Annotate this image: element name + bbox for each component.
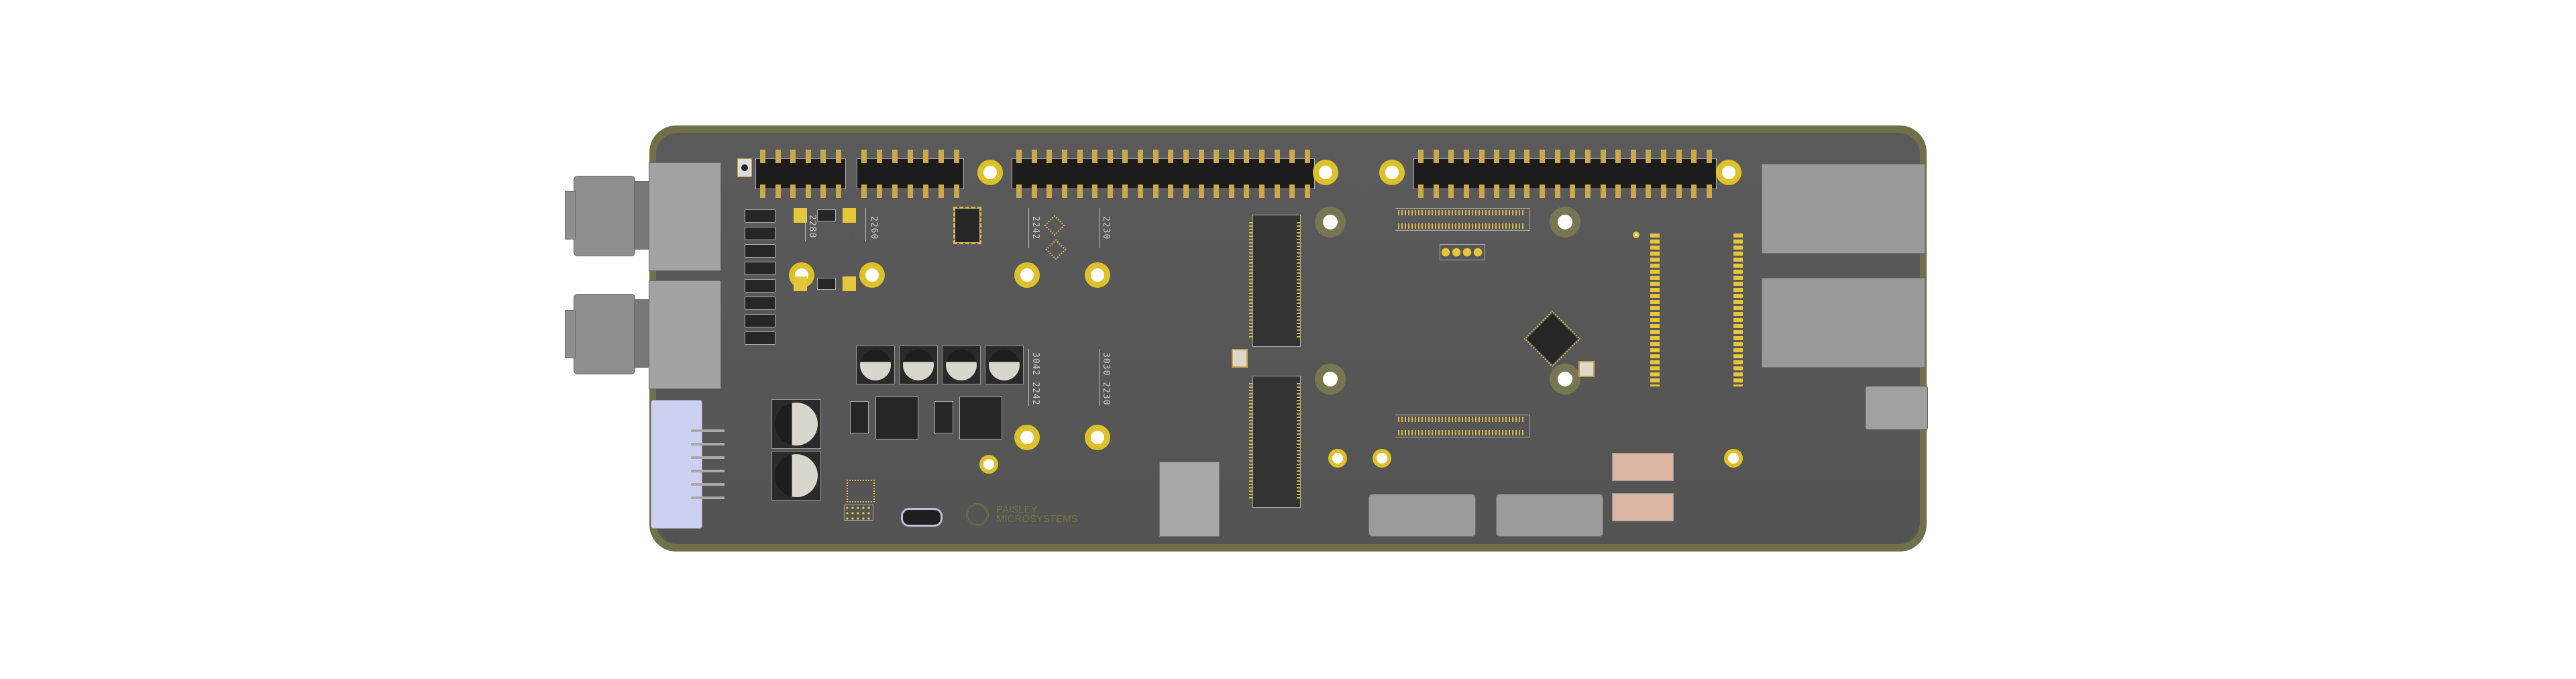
mounting-hole — [1724, 449, 1743, 468]
power-ic — [794, 208, 807, 223]
crystal-oscillator — [1232, 349, 1248, 368]
edge-contacts-right — [1733, 233, 1743, 386]
mounting-hole — [1716, 160, 1741, 185]
capacitor — [985, 346, 1024, 384]
power-ic — [843, 208, 856, 223]
mounting-hole — [1014, 262, 1040, 288]
mounting-hole — [1085, 425, 1110, 450]
mounting-hole — [977, 160, 1003, 185]
capacitor — [942, 346, 981, 384]
sim-card-slot[interactable] — [1159, 462, 1220, 537]
mounting-hole — [1373, 449, 1391, 468]
pin-header-3 — [1012, 150, 1315, 198]
pin-header-4 — [1413, 150, 1717, 198]
mounting-hole — [859, 262, 885, 288]
m2-slot-bottom[interactable] — [1249, 376, 1301, 508]
qfn-chip-outline — [847, 480, 875, 503]
m2-standoff-hole — [1550, 207, 1580, 238]
pin-header-2 — [857, 150, 964, 198]
silk-label-2242: 2242 — [1030, 216, 1040, 240]
silk-marker — [865, 208, 866, 242]
logo-line-2: MICROSYSTEMS — [996, 513, 1078, 525]
silk-label-2230: 2230 — [1101, 216, 1111, 240]
silk-label-2260: 2260 — [869, 216, 879, 240]
debug-header — [844, 505, 873, 521]
silk-marker — [805, 208, 806, 242]
pin-header-1 — [755, 150, 846, 198]
silk-label-3030-2230: 3030 2230 — [1101, 352, 1111, 406]
silk-marker — [1028, 208, 1029, 248]
ffc-connector-bottom[interactable] — [1395, 415, 1530, 437]
rj45-jack-bottom[interactable] — [1762, 278, 1925, 368]
m2-standoff-hole — [1315, 207, 1346, 238]
capacitor — [899, 346, 938, 384]
reset-button[interactable] — [737, 158, 752, 177]
ffc-connector-top[interactable] — [1395, 208, 1530, 231]
power-ic — [817, 278, 836, 290]
silk-label-3042-2242: 3042 2242 — [1030, 352, 1040, 406]
schottky-diode — [934, 401, 953, 433]
tssop-ic — [953, 207, 981, 244]
ffc-pink-connector-top[interactable] — [1612, 453, 1674, 481]
inductor — [875, 397, 918, 439]
sfp-connector-right[interactable] — [1496, 494, 1603, 537]
logo-icon — [966, 503, 989, 526]
terminal-pins — [691, 362, 731, 499]
mounting-hole — [1379, 160, 1405, 185]
ffc-pink-connector-bottom[interactable] — [1612, 493, 1674, 521]
terminal-block — [651, 400, 702, 529]
inductor — [959, 397, 1002, 439]
m2-slot-top[interactable] — [1249, 215, 1301, 347]
crystal-oscillator — [1578, 361, 1595, 377]
test-pad — [1633, 231, 1640, 238]
mounting-hole — [979, 455, 998, 474]
sfp-connector-left[interactable] — [1368, 494, 1476, 537]
mounting-hole — [1313, 160, 1338, 185]
usb-c-port-right[interactable] — [1865, 386, 1928, 430]
edge-contacts-left — [1650, 233, 1660, 386]
power-ic — [794, 276, 807, 291]
capacitor — [856, 346, 895, 384]
power-ic — [817, 209, 836, 221]
rj45-jack-top[interactable] — [1762, 164, 1925, 254]
usb-c-port-left[interactable] — [901, 508, 943, 527]
logo-line-1: PAISLEY — [996, 504, 1038, 515]
mounting-hole — [1085, 262, 1110, 288]
m2-standoff-hole — [1550, 364, 1580, 395]
schottky-diode — [850, 401, 869, 433]
bulk-capacitor — [771, 399, 821, 449]
mounting-hole — [1014, 425, 1040, 450]
silk-label-2280: 2280 — [807, 215, 817, 239]
four-pin-header — [1440, 244, 1485, 260]
mounting-hole — [1328, 449, 1347, 468]
silk-marker — [1028, 349, 1029, 406]
bulk-capacitor — [771, 451, 821, 501]
button-cap-icon — [741, 164, 748, 171]
power-ic — [843, 276, 856, 291]
m2-standoff-hole — [1315, 364, 1346, 395]
